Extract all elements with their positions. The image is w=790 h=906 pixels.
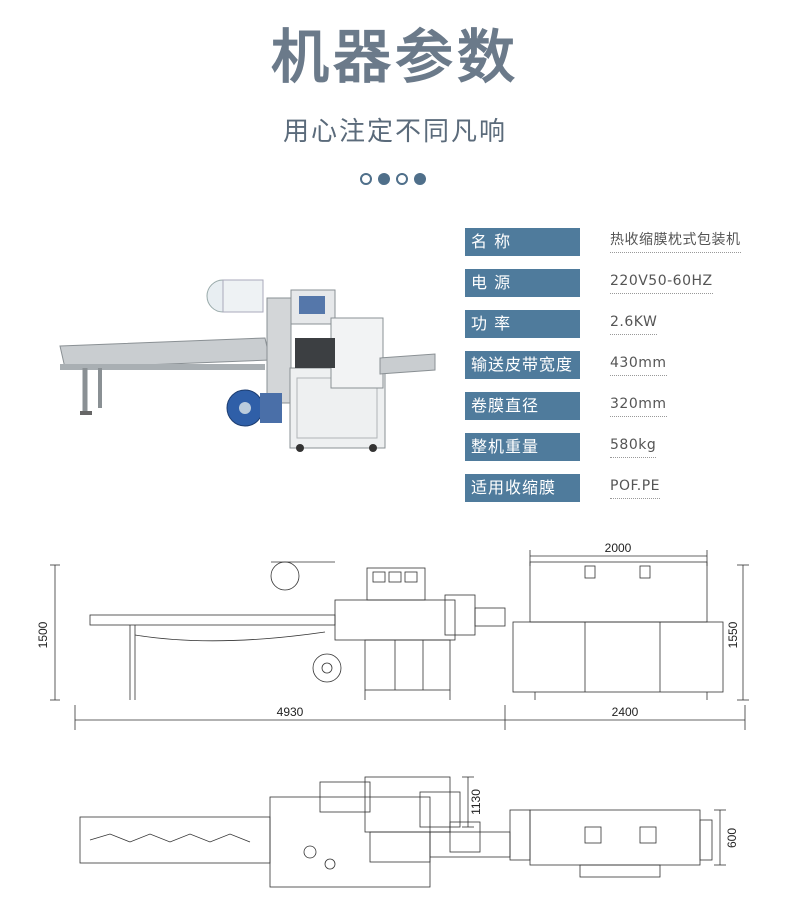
dot-icon [396,173,408,185]
dim-height-right-top: 600 [725,828,739,848]
param-row-film: 适用收缩膜 POF.PE [465,474,765,502]
top-view-drawing: 1130 600 [79,776,739,888]
dot-icon [360,173,372,185]
param-label: 功 率 [465,310,580,338]
param-value: 580kg [610,435,657,458]
dim-width-tunnel-bottom: 2400 [612,705,639,719]
dot-icon [378,173,390,185]
param-row-roll-diameter: 卷膜直径 320mm [465,392,765,420]
param-row-weight: 整机重量 580kg [465,433,765,461]
param-value: 430mm [610,353,667,376]
param-label: 输送皮带宽度 [465,351,580,379]
param-value: 2.6KW [610,312,658,335]
param-label: 适用收缩膜 [465,474,580,502]
page-subtitle: 用心注定不同凡响 [282,117,507,147]
param-value: 320mm [610,394,667,417]
param-label: 电 源 [465,269,580,297]
param-label: 卷膜直径 [465,392,580,420]
param-value: 220V50-60HZ [610,271,713,294]
side-view-drawing: 1500 4930 2400 2000 1550 [36,541,749,730]
param-row-belt-width: 输送皮带宽度 430mm [465,351,765,379]
param-label: 整机重量 [465,433,580,461]
dot-icon [414,173,426,185]
dim-height-left: 1500 [36,621,50,648]
page-title: 机器参数 [270,23,519,91]
dim-height-middle: 1130 [469,789,483,815]
dim-width-main: 4930 [277,705,304,719]
dim-width-tunnel-top: 2000 [605,541,632,555]
dim-height-right: 1550 [726,621,740,648]
param-row-power-supply: 电 源 220V50-60HZ [465,269,765,297]
machine-photo [59,279,436,452]
param-label: 名 称 [465,228,580,256]
param-row-power: 功 率 2.6KW [465,310,765,338]
param-value: POF.PE [610,476,661,499]
param-row-name: 名 称 热收缩膜枕式包装机 [465,228,765,256]
decorative-dots [360,172,432,188]
param-value: 热收缩膜枕式包装机 [610,230,741,253]
